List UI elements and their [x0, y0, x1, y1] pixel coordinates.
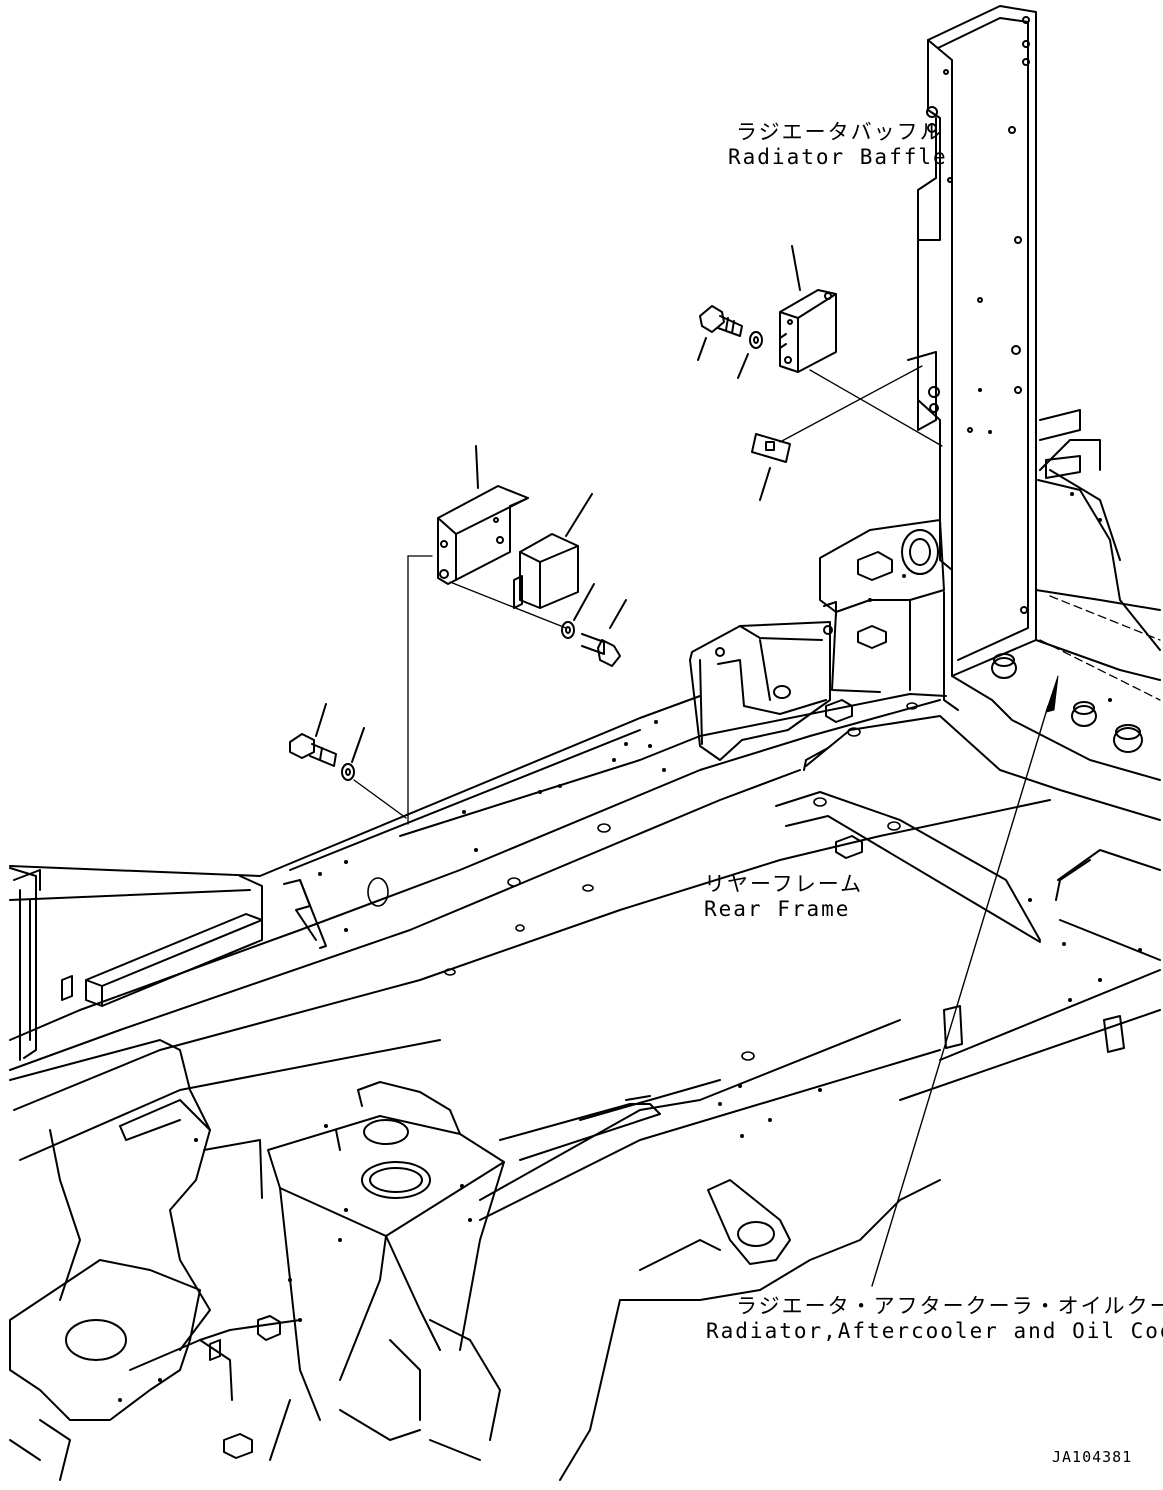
relay-box	[514, 494, 592, 608]
washer-upper	[738, 332, 762, 378]
switch-box-upper	[780, 246, 836, 372]
label-radiator-cooler: ラジエータ・アフタークーラ・オイルクーラ Radiator,Aftercoole…	[706, 1296, 1163, 1342]
radiator-cooler-en: Radiator,Aftercooler and Oil Cooler	[706, 1319, 1163, 1343]
bolt-center	[582, 600, 626, 666]
rear-frame	[10, 388, 1160, 1480]
rear-frame-jp: リヤーフレーム	[704, 872, 864, 896]
bolt-left	[290, 704, 336, 766]
label-rear-frame: リヤーフレーム Rear Frame	[704, 874, 863, 920]
washer-center	[562, 584, 594, 638]
drawing-code: JA104381	[1052, 1448, 1133, 1466]
label-radiator-baffle: ラジエータバッフル Radiator Baffle	[728, 122, 948, 168]
radiator-cooler-jp: ラジエータ・アフタークーラ・オイルクーラ	[736, 1294, 1163, 1318]
plate-upper	[752, 434, 790, 500]
rear-frame-en: Rear Frame	[704, 897, 851, 921]
washer-left	[342, 728, 364, 780]
radiator-leader-arrow	[872, 676, 1058, 1286]
bolt-upper	[698, 306, 742, 360]
radiator-baffle	[908, 6, 1036, 676]
radiator-baffle-jp: ラジエータバッフル	[736, 120, 943, 144]
mounting-bracket	[438, 446, 528, 584]
radiator-baffle-en: Radiator Baffle	[728, 145, 948, 169]
